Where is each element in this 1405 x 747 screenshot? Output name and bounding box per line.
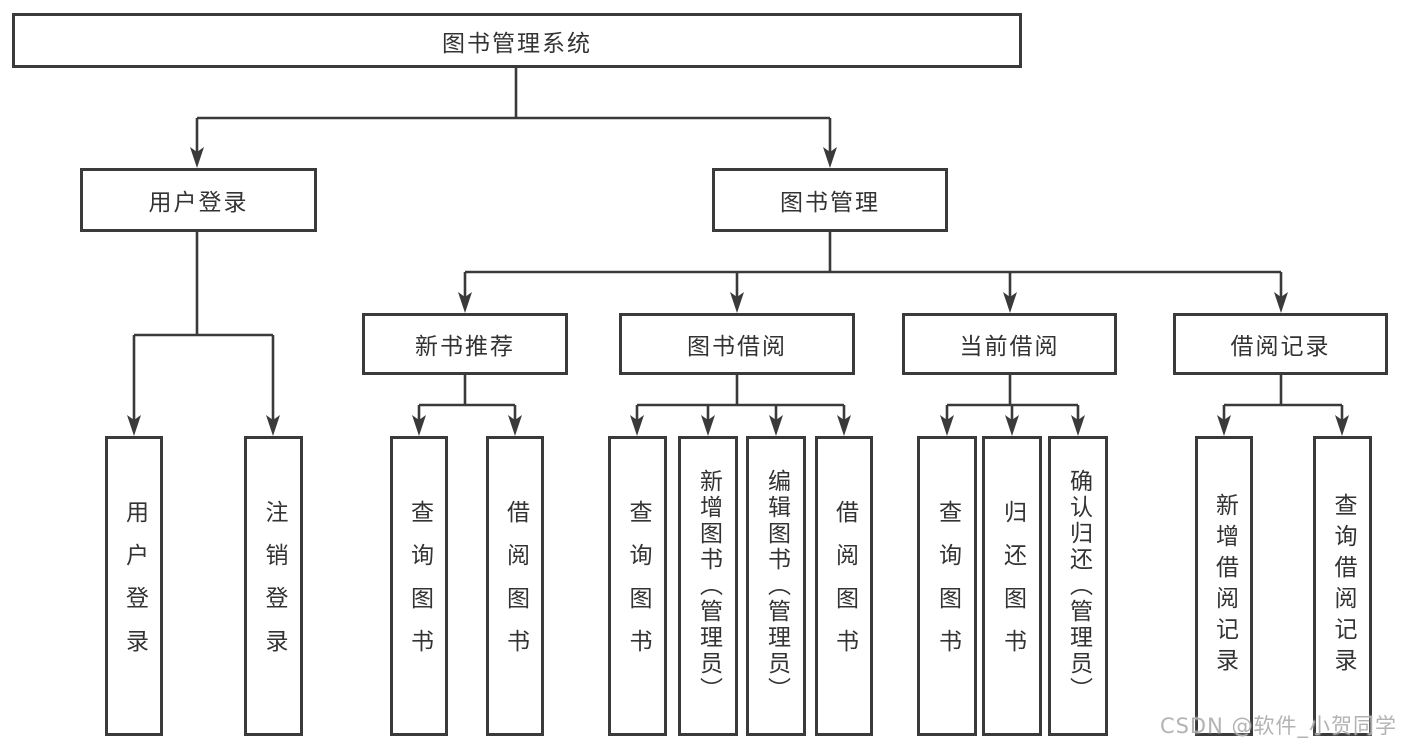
leaf-query-borrow-record: 查询借阅记录 <box>1313 436 1372 736</box>
node-label: 查询图书 <box>934 500 961 672</box>
leaf-query-book-borrow: 查询图书 <box>608 436 667 736</box>
arrowhead-icon <box>769 415 783 436</box>
arrowhead-icon <box>266 415 280 436</box>
node-label: 图书借阅 <box>687 334 787 360</box>
arrowhead-icon <box>1274 292 1288 313</box>
arrowhead-icon <box>940 415 954 436</box>
node-label: 新增借阅记录 <box>1211 493 1238 679</box>
node-label: 确认归还（管理员） <box>1065 469 1092 703</box>
arrowhead-icon <box>701 415 715 436</box>
leaf-logout-login: 注销登录 <box>244 436 303 736</box>
node-label: 图书管理系统 <box>442 30 592 57</box>
arrowhead-icon <box>508 415 522 436</box>
node-label: 当前借阅 <box>959 334 1060 360</box>
leaf-borrow-book-recommend: 借阅图书 <box>486 436 544 736</box>
node-user-login: 用户登录 <box>80 168 317 232</box>
arrowhead-icon <box>837 415 851 436</box>
leaf-confirm-return-admin: 确认归还（管理员） <box>1048 436 1108 736</box>
leaf-add-book-admin: 新增图书（管理员） <box>678 436 738 736</box>
node-label: 新书推荐 <box>415 334 515 360</box>
arrowhead-icon <box>1217 415 1231 436</box>
node-borrow-record: 借阅记录 <box>1173 313 1388 375</box>
node-label: 查询图书 <box>625 500 651 672</box>
arrowhead-icon <box>1335 415 1349 436</box>
arrowhead-icon <box>458 292 472 313</box>
node-library-management-system: 图书管理系统 <box>12 13 1022 68</box>
node-label: 查询借阅记录 <box>1330 493 1356 679</box>
arrowhead-icon <box>1071 415 1085 436</box>
node-label: 用户登录 <box>148 190 249 216</box>
arrowhead-icon <box>823 147 837 168</box>
arrowhead-icon <box>190 147 204 168</box>
csdn-watermark: CSDN @软件_小贺同学 <box>1159 714 1397 738</box>
node-new-book-recommend: 新书推荐 <box>362 313 568 375</box>
leaf-borrow-book-borrow: 借阅图书 <box>815 436 873 736</box>
arrowhead-icon <box>412 415 426 436</box>
arrowhead-icon <box>730 292 744 313</box>
node-label: 图书管理 <box>780 190 880 216</box>
leaf-edit-book-admin: 编辑图书（管理员） <box>746 436 806 736</box>
node-label: 借阅记录 <box>1230 334 1331 360</box>
node-label: 编辑图书（管理员） <box>763 469 790 703</box>
leaf-return-book: 归还图书 <box>982 436 1042 736</box>
node-label: 借阅图书 <box>502 500 529 672</box>
tree-edges <box>132 68 1344 420</box>
node-label: 注销登录 <box>261 500 287 672</box>
leaf-add-borrow-record: 新增借阅记录 <box>1195 436 1253 736</box>
leaf-query-book-current: 查询图书 <box>917 436 977 736</box>
arrowhead-icon <box>1003 292 1017 313</box>
node-current-borrow: 当前借阅 <box>902 313 1117 375</box>
node-book-borrow: 图书借阅 <box>619 313 855 375</box>
arrowheads <box>127 147 1349 436</box>
leaf-query-book-recommend: 查询图书 <box>390 436 448 736</box>
node-label: 查询图书 <box>406 500 433 672</box>
arrowhead-icon <box>1005 415 1019 436</box>
arrowhead-icon <box>127 415 141 436</box>
node-label: 借阅图书 <box>831 500 858 672</box>
arrowhead-icon <box>630 415 644 436</box>
node-label: 用户登录 <box>121 500 148 672</box>
node-label: 新增图书（管理员） <box>695 469 722 703</box>
leaf-user-login: 用户登录 <box>105 436 163 736</box>
node-label: 归还图书 <box>999 500 1026 672</box>
node-book-management: 图书管理 <box>712 168 948 232</box>
